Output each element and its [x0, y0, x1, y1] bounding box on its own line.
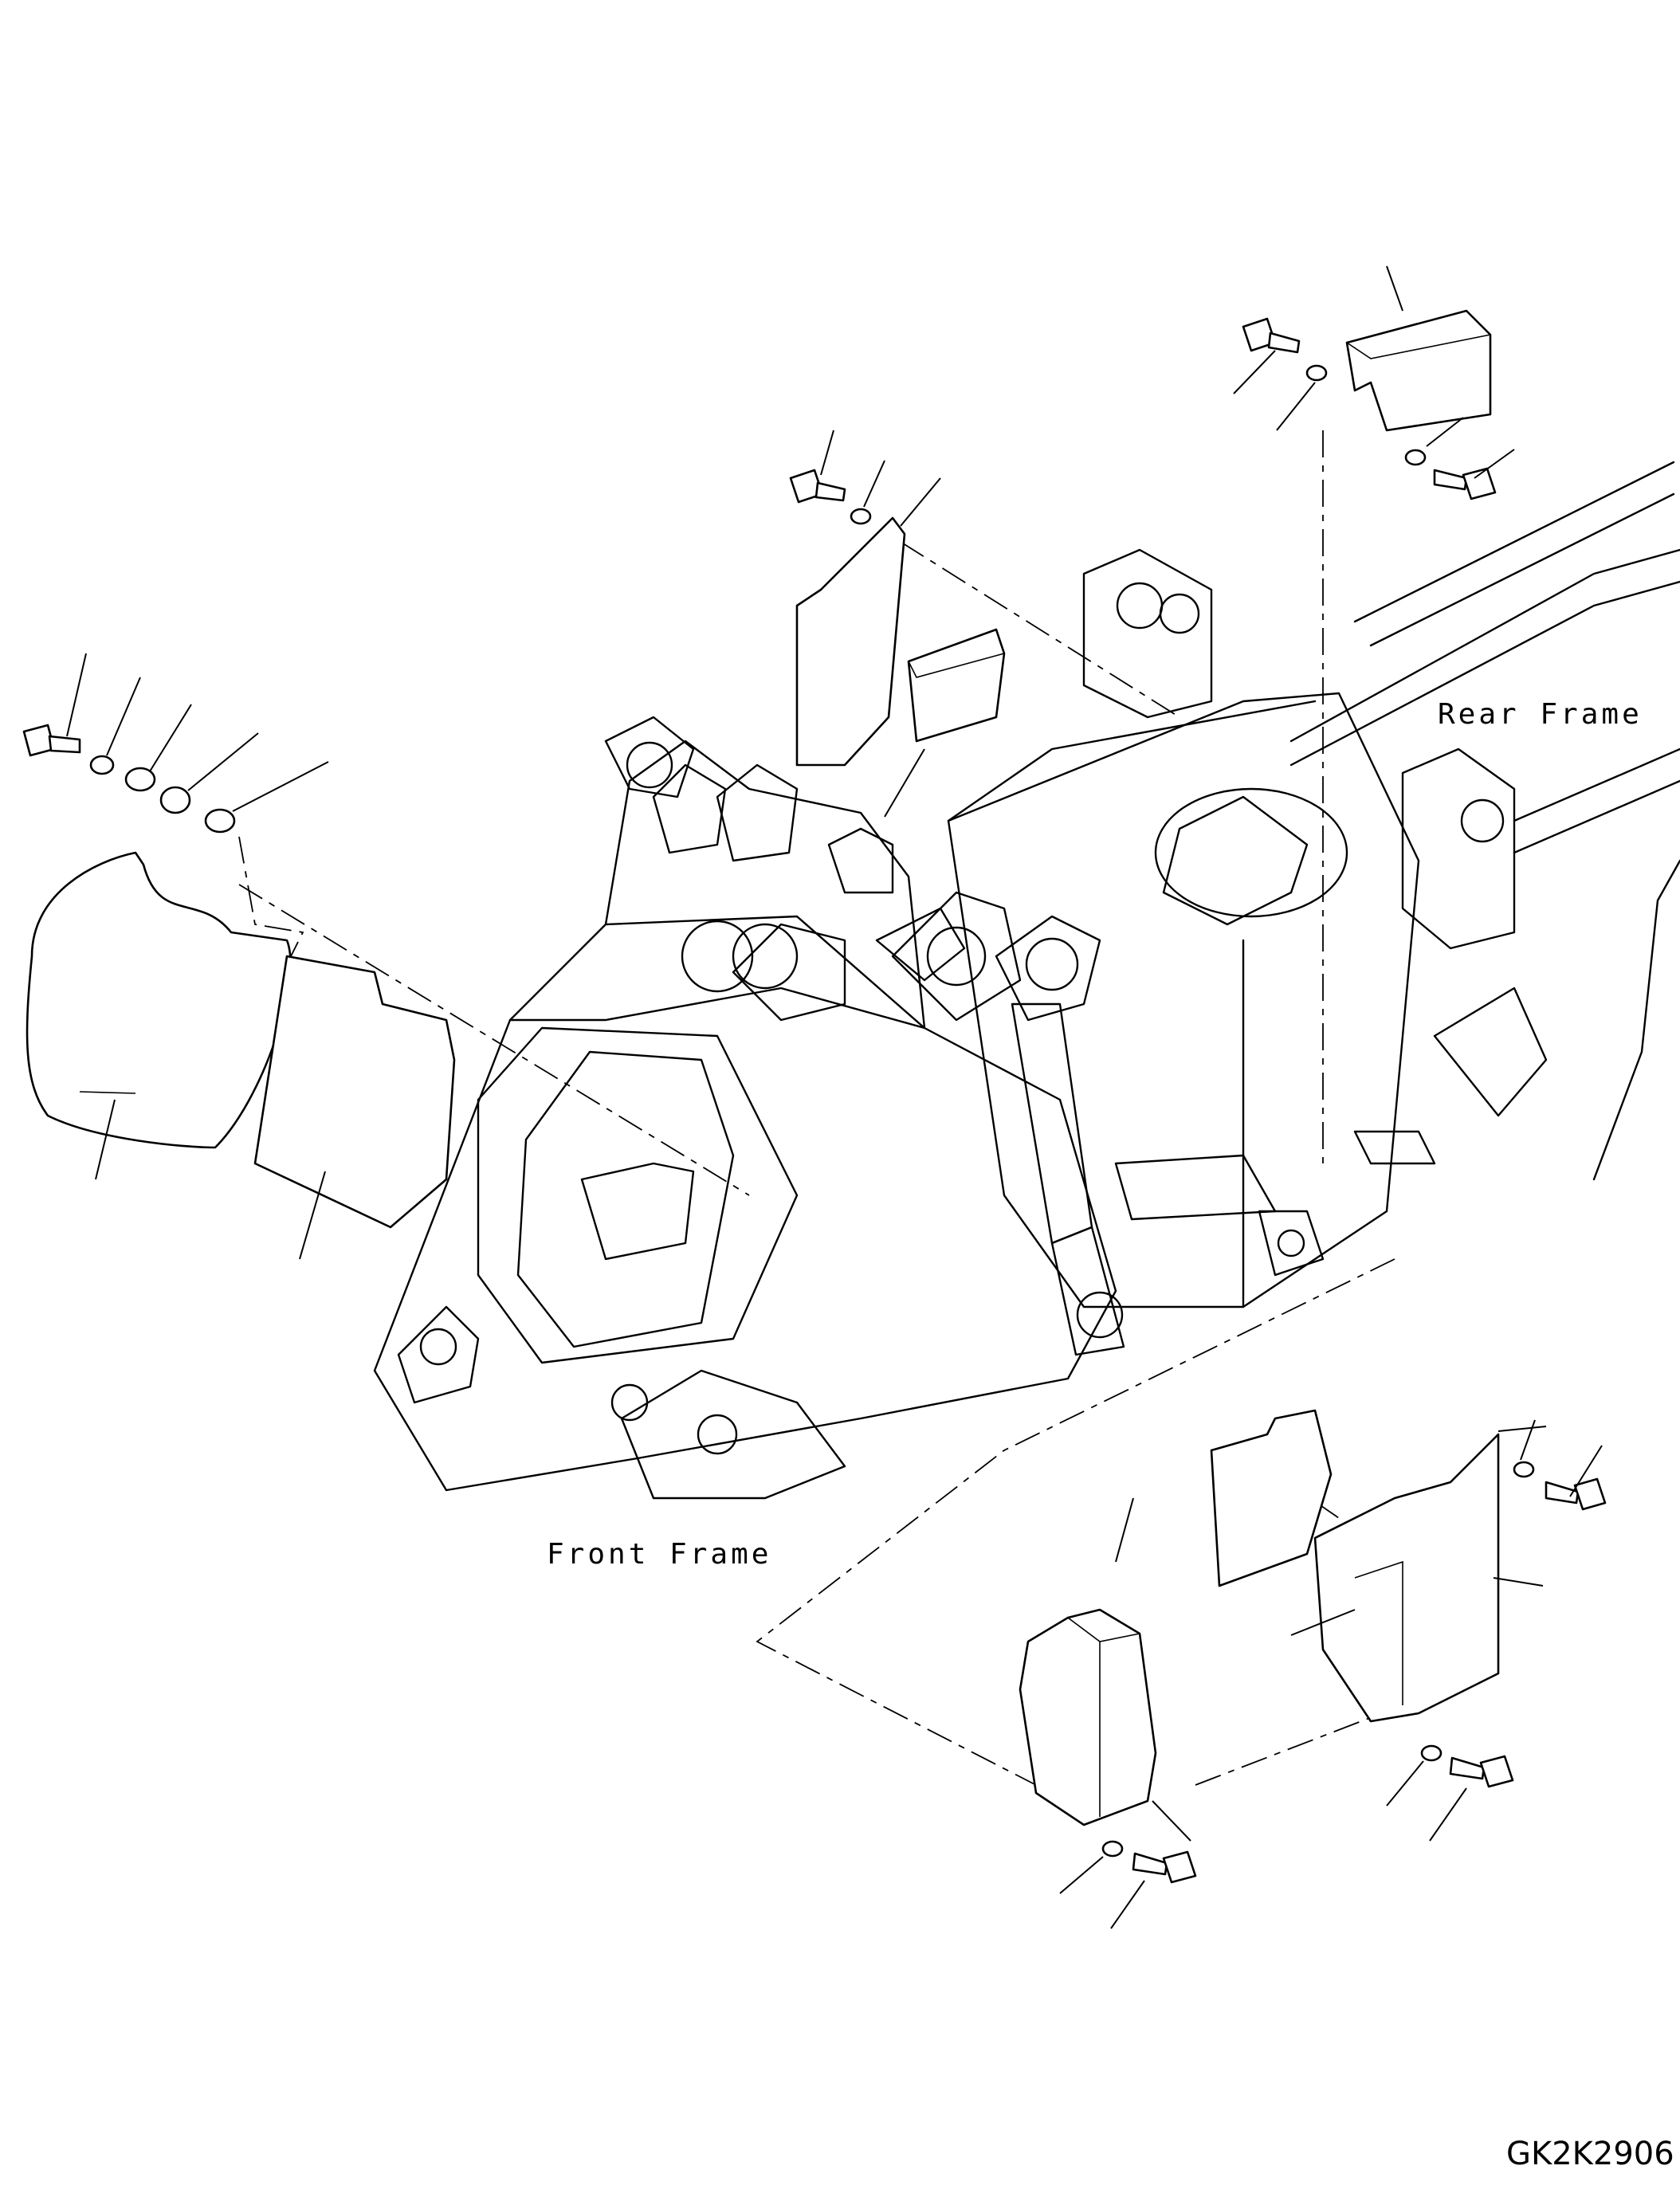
bottom-right-bolt-1	[1545, 1477, 1607, 1511]
rear-frame-label: Rear Frame	[1438, 698, 1643, 731]
front-frame	[373, 716, 1125, 1500]
top-right-bracket	[1345, 309, 1492, 432]
left-rubber-plate	[253, 955, 456, 1229]
center-rubber-block	[907, 628, 1006, 743]
leader-lines	[66, 265, 1603, 1929]
center-bolt	[789, 469, 846, 504]
left-cover-plate	[26, 851, 292, 1149]
bottom-right-cover-plate	[1313, 1433, 1500, 1723]
drawing-code-label: GK2K2906	[1506, 2136, 1674, 2172]
bottom-center-cover	[1019, 1608, 1157, 1826]
rear-frame	[947, 461, 1680, 1308]
bottom-rubber-plate	[1210, 1409, 1333, 1587]
left-bolt	[22, 724, 81, 757]
bottom-washer-2	[1420, 1744, 1443, 1762]
bottom-washer-3	[1101, 1840, 1124, 1858]
top-right-bolt-1	[1242, 317, 1301, 354]
center-washer	[850, 508, 872, 525]
top-right-bolt-2	[1433, 467, 1497, 500]
center-cover-plate	[795, 516, 906, 767]
bottom-right-washer-1	[1513, 1461, 1535, 1478]
top-right-washer-1	[1305, 364, 1328, 382]
bottom-bolt-3	[1132, 1850, 1197, 1884]
front-frame-label: Front Frame	[547, 1538, 771, 1571]
top-right-washer-2	[1404, 449, 1427, 466]
left-washer-4	[204, 808, 236, 834]
left-washer-3	[159, 786, 191, 814]
left-washer-2	[124, 767, 156, 792]
bottom-bolt-2	[1449, 1755, 1514, 1788]
assembly-lines	[238, 430, 1403, 1786]
left-washer-1	[89, 755, 115, 775]
